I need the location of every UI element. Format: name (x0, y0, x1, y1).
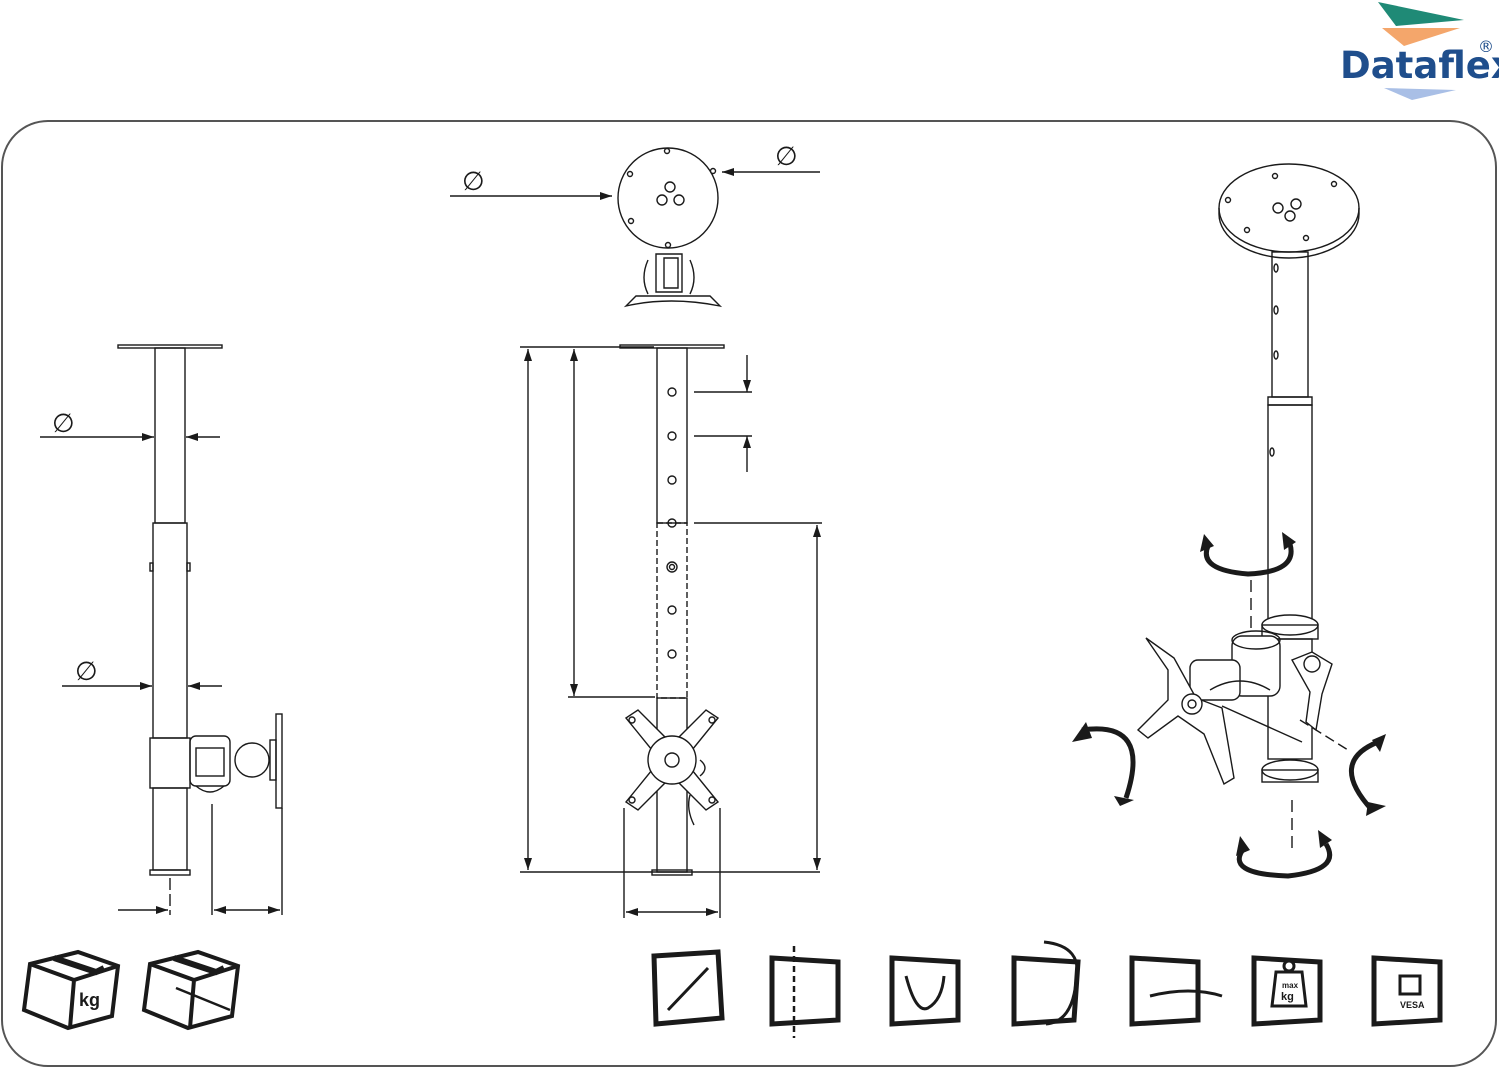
vesa-label: VESA (1400, 1000, 1425, 1010)
max-kg-label: kg (1281, 991, 1294, 1003)
diameter-symbol: ∅ (462, 166, 485, 196)
box-dimensions-icon (144, 952, 238, 1028)
box-weight-icon: kg (24, 952, 118, 1028)
brand-name: Dataflex (1340, 44, 1499, 87)
logo-stripe-teal (1378, 2, 1464, 26)
swivel-icon (1132, 958, 1222, 1024)
vesa-icon: VESA (1374, 958, 1440, 1024)
diameter-symbol: ∅ (52, 408, 75, 438)
max-label: max (1282, 981, 1299, 990)
logo-stripe-blue (1384, 88, 1456, 100)
perspective-view-mount (1072, 164, 1386, 876)
diameter-symbol: ∅ (75, 656, 98, 686)
front-view-mount (520, 345, 822, 918)
registered-mark: ® (1478, 37, 1494, 56)
dataflex-logo: Dataflex ® (1340, 2, 1499, 100)
tilt-icon (892, 958, 958, 1024)
max-load-icon: max kg (1254, 958, 1320, 1024)
screen-diagonal-icon (654, 952, 722, 1024)
side-view-mount (40, 345, 282, 915)
rotation-arrows (1072, 532, 1386, 876)
height-adjust-icon (772, 946, 838, 1038)
diameter-symbol: ∅ (775, 141, 798, 171)
top-view-plate (450, 148, 820, 306)
technical-drawings: ∅ ∅ (40, 141, 1386, 918)
weight-unit-label: kg (79, 990, 100, 1010)
rotate-icon (1014, 942, 1078, 1024)
